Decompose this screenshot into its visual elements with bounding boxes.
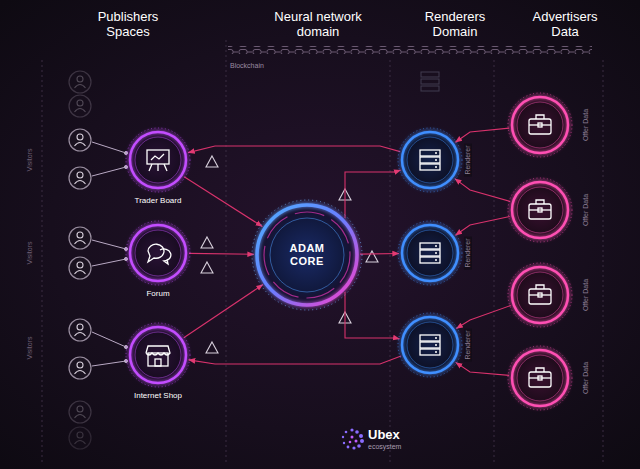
- node-ring: [510, 348, 570, 408]
- flow-arrow: [345, 292, 400, 339]
- node-label: Offer Data: [582, 360, 590, 396]
- node-label: Offer Data: [582, 277, 590, 313]
- flow-arrow: [360, 253, 399, 255]
- side-label: Visitors: [26, 242, 34, 265]
- advertiser-node: Offer Data: [510, 180, 570, 240]
- advertiser-node: Offer Data: [510, 95, 570, 155]
- publisher-node: Forum: [128, 223, 188, 298]
- flow-arrow: [345, 170, 401, 218]
- node-ring: [128, 325, 188, 385]
- flow-arrow: [455, 179, 510, 202]
- node-ring: [128, 223, 188, 283]
- advertiser-node: Offer Data: [510, 265, 570, 325]
- flow-arrow: [456, 305, 511, 328]
- core-node: ADAM CORE: [255, 203, 359, 307]
- column-header: Renderers Domain: [413, 10, 498, 40]
- logo-text: Ubex: [368, 428, 400, 443]
- node-ring: [400, 223, 460, 283]
- node-label: Offer Data: [582, 192, 590, 228]
- flow-arrow: [455, 216, 509, 235]
- logo-subtext: ecosystem: [368, 443, 401, 451]
- node-ring: [400, 130, 460, 190]
- publisher-node: Trader Board: [128, 130, 188, 205]
- publisher-node: Internet Shop: [128, 325, 188, 400]
- renderer-node: Renderer: [400, 130, 460, 190]
- flow-arrow: [184, 285, 263, 338]
- node-ring: [400, 315, 460, 375]
- flow-arrow: [189, 356, 401, 364]
- band-label: Blockchain: [230, 62, 264, 70]
- side-label: Visitors: [26, 149, 34, 172]
- node-label: Renderer: [464, 143, 472, 176]
- node-ring: [510, 95, 570, 155]
- node-label: Offer Data: [582, 107, 590, 143]
- advertiser-node: Offer Data: [510, 348, 570, 408]
- node-ring: [128, 130, 188, 190]
- node-ring: [510, 180, 570, 240]
- flow-arrow: [184, 177, 262, 227]
- node-label: Internet Shop: [134, 391, 182, 400]
- column-header: Neural network domain: [262, 10, 374, 40]
- node-label: Forum: [146, 289, 169, 298]
- node-label: Trader Board: [135, 196, 182, 205]
- renderer-node: Renderer: [400, 223, 460, 283]
- node-ring: [510, 265, 570, 325]
- column-header: Advertisers Data: [520, 10, 610, 40]
- flow-arrow: [456, 362, 509, 375]
- flow-arrow: [455, 128, 509, 142]
- node-label: Renderer: [464, 328, 472, 361]
- side-label: Visitors: [26, 337, 34, 360]
- flow-arrow: [188, 146, 400, 153]
- column-header: Publishers Spaces: [83, 10, 173, 40]
- node-label: ADAM CORE: [281, 242, 333, 267]
- flow-arrow: [189, 253, 254, 255]
- node-label: Renderer: [464, 236, 472, 269]
- renderer-node: Renderer: [400, 315, 460, 375]
